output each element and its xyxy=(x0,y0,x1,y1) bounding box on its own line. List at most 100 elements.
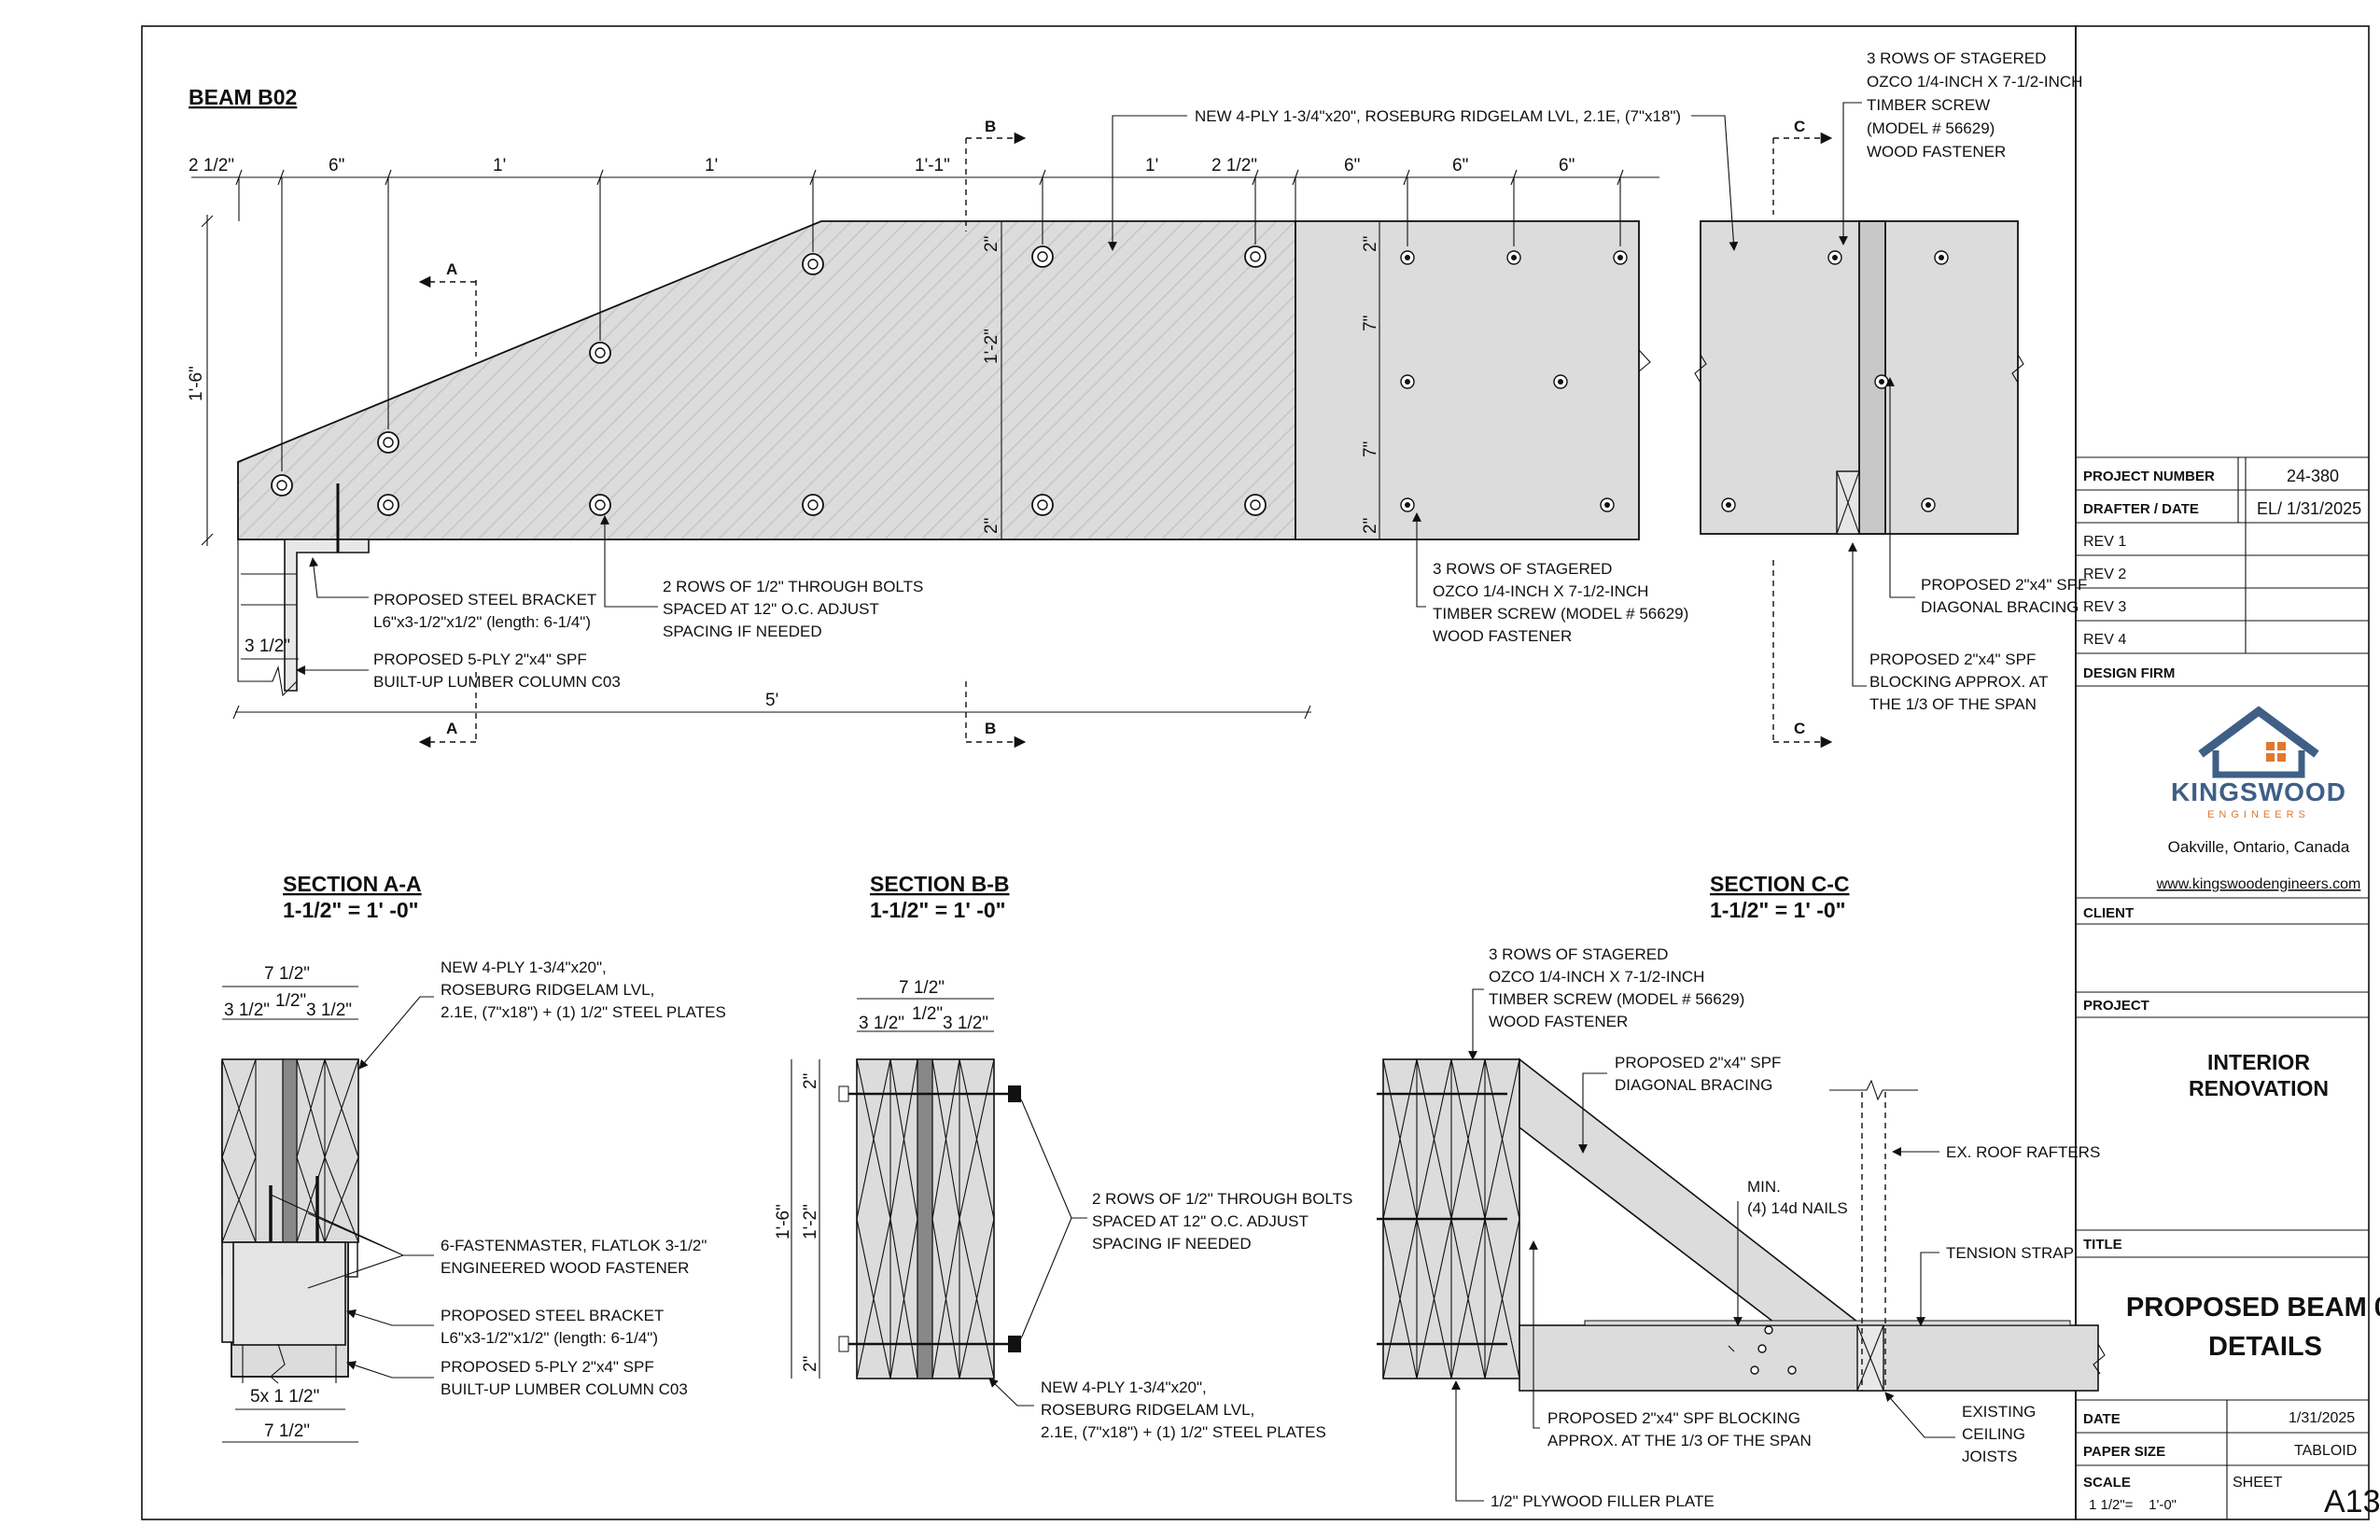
section-bb-scale: 1-1/2" = 1' -0" xyxy=(870,898,1006,922)
top-dim-ticks xyxy=(235,169,1624,471)
note-screw-top: 3 ROWS OF STAGERED OZCO 1/4-INCH X 7-1/2… xyxy=(1867,49,2087,161)
svg-text:B: B xyxy=(985,118,996,135)
tb-rev-2: REV 2 xyxy=(2083,567,2126,582)
note-bolts-bb: 2 ROWS OF 1/2" THROUGH BOLTS SPACED AT 1… xyxy=(1092,1190,1357,1253)
section-aa-scale: 1-1/2" = 1' -0" xyxy=(283,898,419,922)
firm-url[interactable]: www.kingswoodengineers.com xyxy=(2156,876,2361,892)
dim-vert-0: 2" xyxy=(982,236,1001,252)
svg-text:A: A xyxy=(446,260,457,278)
firm-sub: ENGINEERS xyxy=(2207,809,2310,820)
firm-name: KINGSWOOD xyxy=(2171,777,2346,806)
dim-bottom: 5' xyxy=(765,691,778,710)
section-marker-a: A A xyxy=(418,260,477,749)
tb-date-label: DATE xyxy=(2083,1411,2121,1427)
tb-client-label: CLIENT xyxy=(2083,905,2134,921)
dim-vert-1: 1'-2" xyxy=(982,329,1001,364)
tb-title-label: TITLE xyxy=(2083,1237,2122,1253)
svg-text:C: C xyxy=(1794,720,1805,737)
break-line-left xyxy=(1638,221,1651,539)
note-rafters-cc: EX. ROOF RAFTERS xyxy=(1946,1143,2100,1161)
bb-dim-0: 7 1/2" xyxy=(899,978,945,998)
section-marker-c: C C xyxy=(1772,118,1833,749)
dim-top-4: 1'-1" xyxy=(915,156,950,175)
note-bracket-aa: PROPOSED STEEL BRACKET L6"x3-1/2"x1/2" (… xyxy=(441,1307,668,1347)
section-bb-title: SECTION B-B xyxy=(870,872,1010,896)
section-cc: SECTION C-C 1-1/2" = 1' -0" 3 ROWS OF ST… xyxy=(1377,872,2106,1510)
dim-vert-2: 2" xyxy=(982,518,1001,534)
bb-dim-3: 3 1/2" xyxy=(943,1014,988,1033)
break-line-r2 xyxy=(2011,354,2024,384)
note-lvl-aa: NEW 4-PLY 1-3/4"x20", ROSEBURG RIDGELAM … xyxy=(441,959,726,1021)
tb-project-name-2: RENOVATION xyxy=(2189,1076,2329,1100)
break-line-r1 xyxy=(1694,354,1707,384)
dim-top-5: 1' xyxy=(1145,156,1158,175)
tb-design-firm-label: DESIGN FIRM xyxy=(2083,665,2175,681)
aa-dim-5: 7 1/2" xyxy=(264,1421,310,1441)
section-cc-scale: 1-1/2" = 1' -0" xyxy=(1710,898,1846,922)
dim-top-9: 6" xyxy=(1559,156,1575,175)
tb-rev-3: REV 3 xyxy=(2083,599,2126,615)
tb-project-name-1: INTERIOR xyxy=(2207,1050,2310,1074)
dim-rvert-1: 7" xyxy=(1361,315,1380,331)
section-aa: SECTION A-A 1-1/2" = 1' -0" 7 1/2" 1/2" … xyxy=(221,872,726,1443)
tb-rev-4: REV 4 xyxy=(2083,632,2126,648)
dim-height: 1'-6" xyxy=(187,366,206,401)
tb-drafter: EL/ 1/31/2025 xyxy=(2257,499,2361,518)
aa-dim-2: 3 1/2" xyxy=(224,1001,270,1020)
bb-dim-6: 1'-2" xyxy=(801,1204,820,1239)
title-block-border xyxy=(2075,25,2370,1520)
dim-rvert-3: 2" xyxy=(1361,518,1380,534)
dim-top-0: 2 1/2" xyxy=(189,156,234,175)
ceiling-joist-cc xyxy=(1519,1324,2099,1392)
bb-dim-2: 3 1/2" xyxy=(859,1014,904,1033)
section-bb: SECTION B-B 1-1/2" = 1' -0" 7 1/2" 1/2" … xyxy=(774,872,1357,1441)
tb-paper-label: PAPER SIZE xyxy=(2083,1444,2165,1460)
dim-top-3: 1' xyxy=(705,156,718,175)
note-column-aa: PROPOSED 5-PLY 2"x4" SPF BUILT-UP LUMBER… xyxy=(441,1358,688,1398)
steel-bracket-elev xyxy=(238,539,370,692)
note-column-elev: PROPOSED 5-PLY 2"x4" SPF BUILT-UP LUMBER… xyxy=(373,651,621,691)
section-marker-b: B B xyxy=(965,118,1027,749)
firm-location: Oakville, Ontario, Canada xyxy=(2168,838,2350,856)
lvl-beam-plain xyxy=(1295,220,1640,540)
dim-column: 3 1/2" xyxy=(245,637,290,656)
note-screw-mid: 3 ROWS OF STAGERED OZCO 1/4-INCH X 7-1/2… xyxy=(1433,560,1693,645)
steel-plate-bb xyxy=(917,1058,933,1379)
bb-dim-7: 2" xyxy=(801,1356,820,1372)
aa-dim-3: 3 1/2" xyxy=(306,1001,352,1020)
bb-dim-4: 1'-6" xyxy=(774,1204,793,1239)
dim-rvert-2: 7" xyxy=(1361,441,1380,457)
note-diag-elev: PROPOSED 2"x4" SPF DIAGONAL BRACING xyxy=(1921,576,2092,616)
note-strap-cc: TENSION STRAP xyxy=(1946,1244,2074,1262)
tb-date: 1/31/2025 xyxy=(2289,1410,2355,1426)
dim-rvert-0: 2" xyxy=(1361,236,1380,252)
note-lvl-elev: NEW 4-PLY 1-3/4"x20", ROSEBURG RIDGELAM … xyxy=(1195,107,1681,125)
note-bracket-elev: PROPOSED STEEL BRACKET L6"x3-1/2"x1/2" (… xyxy=(373,591,601,631)
tb-title-1: PROPOSED BEAM 01 xyxy=(2126,1293,2380,1323)
note-joists-cc: EXISTING CEILING JOISTS xyxy=(1962,1403,2040,1465)
bb-dim-1: 1/2" xyxy=(912,1004,943,1024)
diagonal-brace-cc xyxy=(1519,1057,1865,1326)
tb-project-label: PROJECT xyxy=(2083,998,2149,1014)
note-plywood-cc: 1/2" PLYWOOD FILLER PLATE xyxy=(1491,1492,1715,1510)
aa-dim-1: 1/2" xyxy=(275,991,306,1011)
tb-rev-1: REV 1 xyxy=(2083,534,2126,550)
lvl-beam-hatched xyxy=(237,220,1296,540)
tb-sheet: A13 xyxy=(2324,1484,2380,1519)
tb-drafter-label: DRAFTER / DATE xyxy=(2083,501,2199,517)
dim-top-6: 2 1/2" xyxy=(1211,156,1257,175)
tb-project-number: 24-380 xyxy=(2287,467,2339,485)
dim-top-7: 6" xyxy=(1344,156,1360,175)
note-bolts-elev: 2 ROWS OF 1/2" THROUGH BOLTS SPACED AT 1… xyxy=(663,578,928,640)
kingswood-logo: KINGSWOOD ENGINEERS xyxy=(2171,706,2346,820)
dim-top-8: 6" xyxy=(1452,156,1468,175)
tb-scale-label: SCALE xyxy=(2083,1475,2131,1491)
tb-sheet-label: SHEET xyxy=(2233,1475,2283,1491)
dim-top-2: 1' xyxy=(493,156,506,175)
tb-project-number-label: PROJECT NUMBER xyxy=(2083,469,2215,484)
svg-text:C: C xyxy=(1794,118,1805,135)
timber-screws xyxy=(1400,250,1949,512)
note-lvl-bb: NEW 4-PLY 1-3/4"x20", ROSEBURG RIDGELAM … xyxy=(1041,1379,1326,1441)
note-diag-cc: PROPOSED 2"x4" SPF DIAGONAL BRACING xyxy=(1615,1054,1785,1094)
dim-top-1: 6" xyxy=(329,156,344,175)
